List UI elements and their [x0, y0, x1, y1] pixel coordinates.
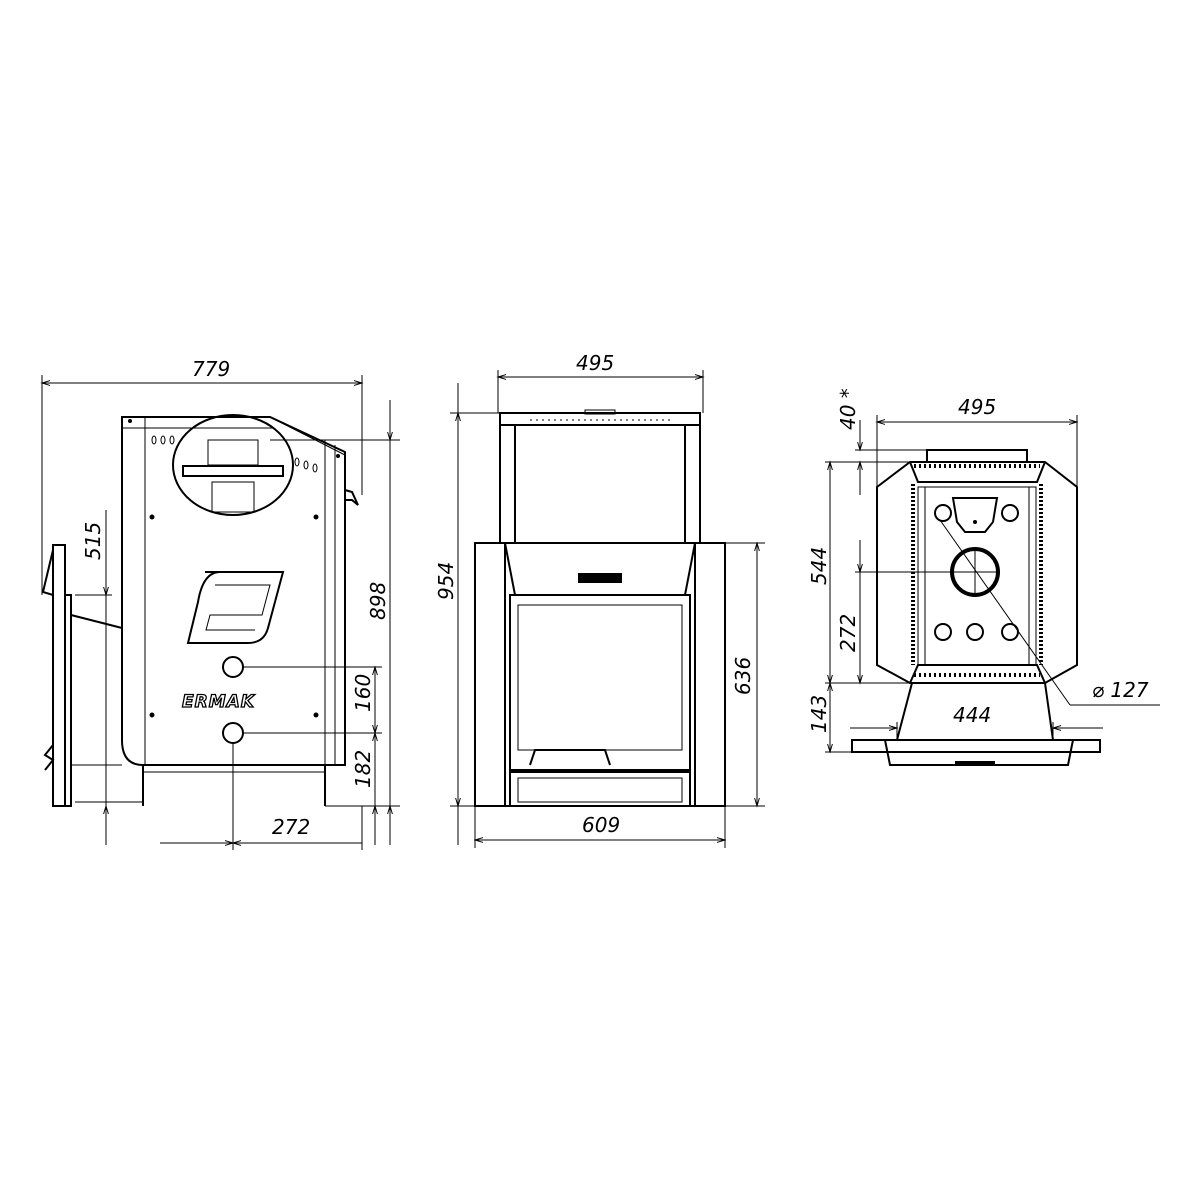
ermak-logo-icon [186, 571, 285, 644]
dim-base-depth-143: 143 [807, 695, 831, 733]
ash-drawer [509, 771, 691, 807]
dim-body-height-636: 636 [731, 657, 755, 695]
dim-base-width-444: 444 [953, 703, 991, 727]
dim-door-515: 515 [81, 522, 105, 560]
fuel-channel-door [41, 544, 123, 807]
dim-offset-272: 272 [272, 815, 310, 839]
cutaway-detail [172, 414, 294, 516]
dim-hole-spacing-160: 160 [351, 674, 375, 712]
side-view: ERMAK 779 898 [40, 357, 400, 850]
dimension-lines-side: 779 898 515 160 182 272 [40, 357, 400, 850]
dim-depth-544: 544 [807, 547, 831, 585]
chimney-damper [951, 497, 999, 533]
stove-body-top [851, 449, 1101, 766]
stove-body-side: ERMAK [121, 414, 359, 766]
dim-height-898: 898 [366, 582, 390, 620]
door-glass [517, 604, 683, 751]
connection-hole-upper [222, 656, 244, 678]
dim-width-779: 779 [192, 357, 230, 381]
connection-hole-lower [222, 722, 244, 744]
dim-cap-40: 40 * [836, 388, 860, 430]
dim-top-width-495: 495 [576, 351, 614, 375]
vent-slots [151, 435, 318, 473]
brand-label: ERMAK [182, 692, 256, 712]
dim-total-height-954: 954 [434, 562, 458, 600]
door-handle [529, 749, 611, 766]
rivet-icon [336, 454, 340, 458]
brand-plate [578, 573, 622, 583]
dim-body-width-609: 609 [582, 813, 620, 837]
dim-flue-diameter-127: ⌀ 127 [1092, 678, 1149, 702]
stone-rack [499, 409, 701, 544]
dimension-lines-top: 495 40 * 544 272 143 444 ⌀ 127 [807, 388, 1160, 754]
front-view: 495 954 636 609 [434, 351, 765, 848]
stove-body-front [474, 542, 726, 807]
dim-hole-height-182: 182 [351, 750, 375, 788]
dim-flue-offset-272: 272 [836, 614, 860, 652]
firebox-door [509, 594, 691, 771]
dimension-lines-front: 495 954 636 609 [434, 351, 765, 848]
dim-top-width-495: 495 [958, 395, 996, 419]
rivet-icon [128, 419, 132, 423]
stove-legs [75, 765, 326, 806]
top-view: 495 40 * 544 272 143 444 ⌀ 127 [807, 388, 1160, 766]
